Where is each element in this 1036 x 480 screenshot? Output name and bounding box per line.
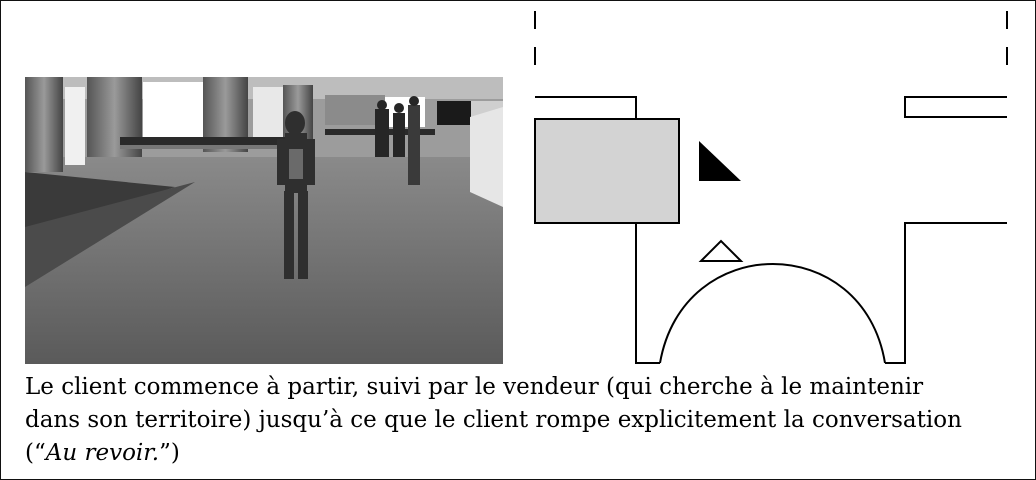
virtual-store-render: [25, 77, 503, 364]
arch: [659, 263, 886, 364]
caption-italic-text: Au revoir.: [45, 440, 160, 466]
seller-triangle-marker: [699, 141, 741, 181]
client-triangle-marker: [698, 239, 744, 262]
caption-open-quote: (“: [25, 440, 46, 466]
caption-line-1: Le client commence à partir, suivi par l…: [25, 374, 924, 400]
figure-caption: Le client commence à partir, suivi par l…: [25, 371, 1025, 470]
wall-left: [535, 96, 637, 119]
floor-plan-svg: [534, 11, 1008, 364]
wall-right-lower: [885, 222, 1007, 364]
caption-line-2: dans son territoire) jusqu’à ce que le c…: [25, 407, 962, 433]
wall-right: [904, 96, 1007, 118]
caption-close-quote: ”): [159, 440, 180, 466]
counter-box: [534, 118, 680, 224]
caption-line-3: (“Au revoir.”): [25, 437, 1025, 470]
render-scene: [25, 77, 503, 364]
pillar: [25, 77, 63, 172]
floor-plan-diagram: [513, 1, 1033, 371]
background-avatars: [375, 96, 420, 185]
counter: [120, 137, 290, 145]
wall-left-lower: [635, 223, 660, 364]
client-avatar: [277, 111, 315, 279]
